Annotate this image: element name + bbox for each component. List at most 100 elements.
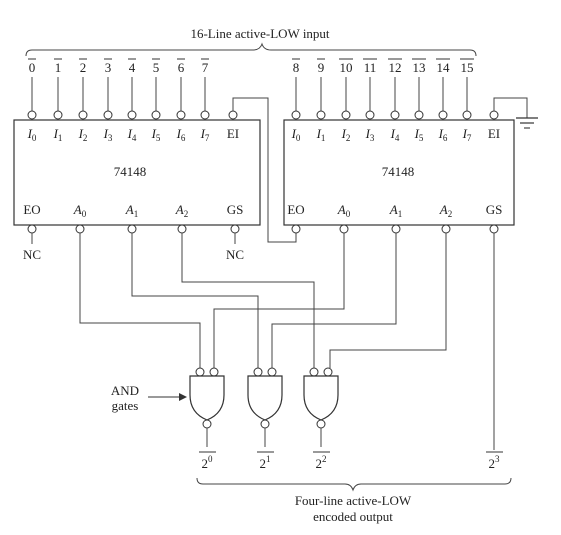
nc-left-label: NC	[23, 247, 41, 262]
chip-right-a1-bubble	[391, 224, 401, 234]
right-input-label-0: 8	[293, 60, 300, 75]
right-input-label-7: 15	[461, 60, 474, 75]
right-input-label-2: 10	[340, 60, 353, 75]
output-label-line1: Four-line active-LOW	[295, 493, 412, 508]
chip-left	[13, 119, 261, 226]
wire-right-a2	[329, 233, 447, 368]
left-input-bubble-6	[176, 110, 186, 120]
chip-left-pin-i6: I6	[176, 126, 186, 143]
chip-right-pin-i4: I4	[390, 126, 400, 143]
chip-right-a2-bubble	[441, 224, 451, 234]
chip-left-pin-bottom-2: A1	[125, 202, 138, 219]
chip-left-ei-bubble	[228, 110, 238, 120]
chip-right-pin-bottom-1: A0	[337, 202, 351, 219]
and-gate-2	[303, 367, 339, 447]
chip-right-pin-i3: I3	[365, 126, 375, 143]
chip-right	[283, 119, 515, 226]
chip-right-pin-i1: I1	[316, 126, 326, 143]
chip-right-eo-bubble	[291, 224, 301, 234]
chip-left-pin-bottom-0: EO	[23, 202, 40, 217]
right-input-bubble-3	[365, 110, 375, 120]
right-input-label-4: 12	[389, 60, 402, 75]
and-gate-0	[189, 367, 225, 447]
left-input-bubble-2	[78, 110, 88, 120]
chip-left-pin-i1: I1	[53, 126, 63, 143]
chip-left-pin-i4: I4	[127, 126, 137, 143]
left-input-bubble-1	[53, 110, 63, 120]
chip-left-pin-i3: I3	[103, 126, 113, 143]
right-input-bubble-5	[414, 110, 424, 120]
left-input-bubble-0	[27, 110, 37, 120]
chip-left-a2-bubble	[177, 224, 187, 234]
left-input-bubble-7	[200, 110, 210, 120]
left-input-bubble-3	[103, 110, 113, 120]
chip-left-gs-bubble	[230, 224, 240, 234]
right-input-label-5: 13	[413, 60, 426, 75]
chip-left-pin-i5: I5	[151, 126, 161, 143]
left-input-bubble-5	[151, 110, 161, 120]
chip-left-pin-i7: I7	[200, 126, 210, 143]
wire-left-a1	[131, 233, 259, 368]
chip-left-pin-i2: I2	[78, 126, 88, 143]
chip-right-pin-bottom-2: A1	[389, 202, 402, 219]
chip-left-name: 74148	[114, 164, 147, 179]
left-input-label-4: 4	[129, 60, 136, 75]
output-label-0: 20	[202, 454, 214, 471]
chip-right-a0-bubble	[339, 224, 349, 234]
left-input-label-7: 7	[202, 60, 209, 75]
right-input-bubble-7	[462, 110, 472, 120]
ei-eo-cascade-wire	[232, 97, 297, 243]
wire-right-a0	[213, 233, 345, 368]
wire-left-a2	[181, 233, 315, 368]
right-input-bubble-0	[291, 110, 301, 120]
output-brace	[196, 477, 512, 492]
chip-left-pin-bottom-3: A2	[175, 202, 188, 219]
output-label-2: 22	[316, 454, 327, 471]
chip-right-pin-i0: I0	[291, 126, 301, 143]
ground-icon	[516, 117, 538, 129]
chip-right-pin-i6: I6	[438, 126, 448, 143]
chip-right-ei-bubble	[489, 110, 499, 120]
chip-right-gs-bubble	[489, 224, 499, 234]
chip-right-pin-ei: EI	[488, 126, 500, 141]
left-input-label-0: 0	[29, 60, 36, 75]
left-input-label-5: 5	[153, 60, 160, 75]
chip-right-pin-i7: I7	[462, 126, 472, 143]
chip-right-pin-i5: I5	[414, 126, 424, 143]
chip-right-pin-bottom-0: EO	[287, 202, 304, 217]
and-gates-label-1: AND	[111, 383, 139, 398]
chip-right-pin-bottom-4: GS	[486, 202, 503, 217]
wire-right-a1	[271, 233, 397, 368]
right-input-bubble-2	[341, 110, 351, 120]
right-input-bubble-1	[316, 110, 326, 120]
ground-wire	[493, 97, 528, 118]
output-label-line2: encoded output	[313, 509, 393, 524]
chip-right-name: 74148	[382, 164, 415, 179]
chip-right-pin-i2: I2	[341, 126, 351, 143]
chip-left-eo-bubble	[27, 224, 37, 234]
output-label-3: 23	[489, 454, 501, 471]
chip-left-a1-bubble	[127, 224, 137, 234]
left-input-label-1: 1	[55, 60, 62, 75]
chip-left-pin-bottom-1: A0	[73, 202, 87, 219]
left-input-bubble-4	[127, 110, 137, 120]
right-input-label-6: 14	[437, 60, 451, 75]
chip-right-pin-labels: I0 I1 I2 I3 I4 I5 I6 I7 EI EO A0 A1 A2 GS	[287, 126, 502, 219]
left-input-label-2: 2	[80, 60, 87, 75]
and-gate-1	[247, 367, 283, 447]
right-input-bubble-6	[438, 110, 448, 120]
chip-left-a0-bubble	[75, 224, 85, 234]
nc-mid-label: NC	[226, 247, 244, 262]
right-input-bubble-4	[390, 110, 400, 120]
chip-right-pin-bottom-3: A2	[439, 202, 452, 219]
left-input-label-3: 3	[105, 60, 112, 75]
output-labels: 20 21 22 23	[199, 451, 503, 471]
right-input-label-3: 11	[364, 60, 377, 75]
diagram-title: 16-Line active-LOW input	[190, 26, 329, 41]
output-label-1: 21	[260, 454, 271, 471]
chip-left-pin-i0: I0	[27, 126, 37, 143]
